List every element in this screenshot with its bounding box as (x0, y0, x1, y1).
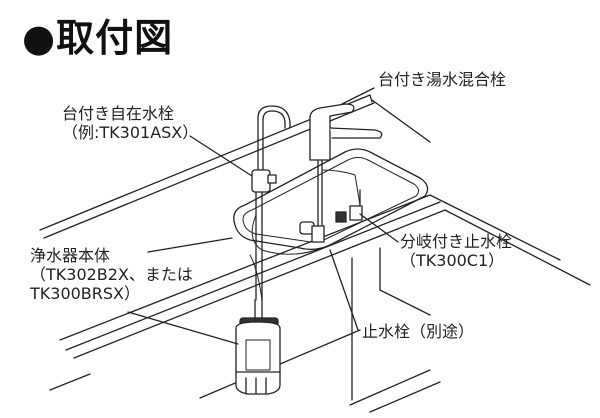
label-branch-valve-model: （TK300C1） (400, 251, 505, 270)
leader-lines (127, 87, 399, 345)
page-title: ●取付図 (22, 16, 174, 60)
label-standalone-faucet-name: 台付き自在水栓 (62, 104, 175, 123)
label-stop-valve: 止水栓（別途） (362, 322, 475, 341)
purifier-body (235, 299, 281, 395)
label-purifier-model-1: （TK302B2X、または (30, 265, 193, 284)
standalone-faucet (249, 105, 341, 301)
label-branch-valve: 分岐付き止水栓 （TK300C1） (400, 232, 512, 270)
label-purifier: 浄水器本体 （TK302B2X、または TK300BRSX） (30, 246, 193, 303)
label-purifier-name: 浄水器本体 (30, 246, 111, 265)
label-branch-valve-name: 分岐付き止水栓 (400, 232, 513, 251)
mixing-faucet (309, 103, 383, 239)
branch-valve (299, 189, 363, 243)
label-standalone-faucet: 台付き自在水栓 （例:TK301ASX） (62, 104, 198, 142)
label-mixing-faucet: 台付き湯水混合栓 (378, 70, 507, 89)
label-standalone-faucet-model: （例:TK301ASX） (62, 123, 199, 142)
label-purifier-model-2: TK300BRSX） (30, 284, 141, 303)
